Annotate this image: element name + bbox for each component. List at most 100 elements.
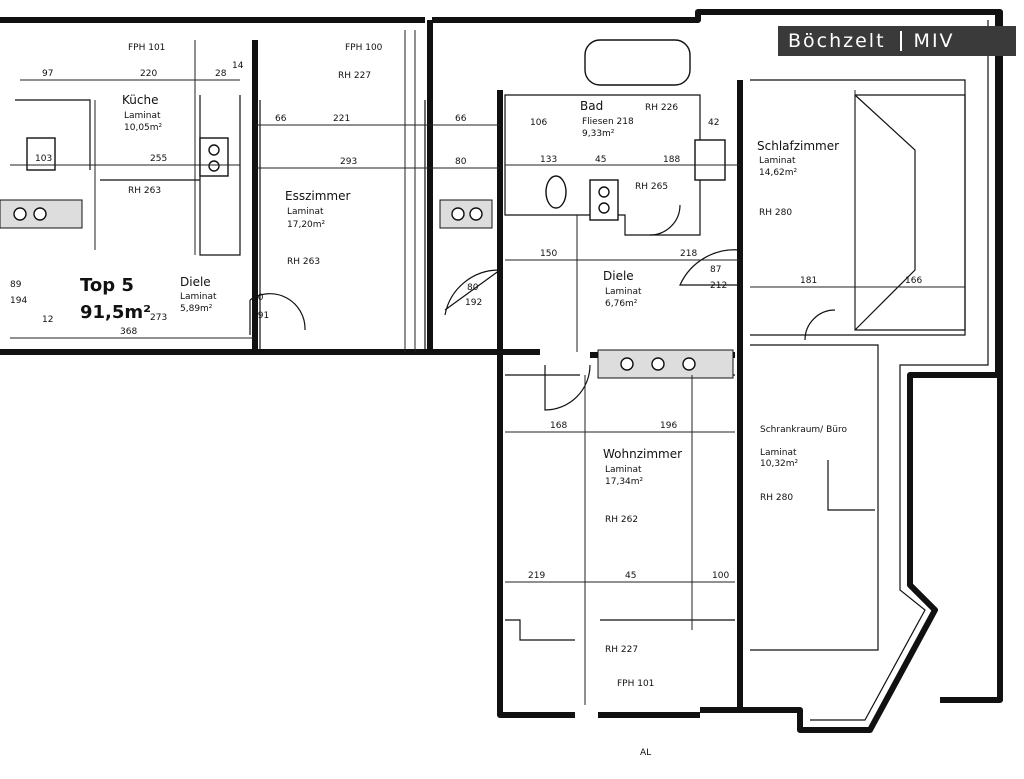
unit-name: Top 5 <box>80 275 134 296</box>
dim-45: 45 <box>595 155 606 165</box>
schrankraum-outline <box>750 344 879 651</box>
room-area-diele2: 6,76m² <box>605 299 638 309</box>
dim-133: 133 <box>540 155 557 165</box>
room-floor-esszimmer: Laminat <box>287 207 324 217</box>
ess-inner <box>259 100 426 352</box>
dim-80: 80 <box>455 157 467 167</box>
kueche-inner <box>15 99 200 181</box>
dim-150: 150 <box>540 249 557 259</box>
brand-left: Böchzelt <box>788 30 886 52</box>
door-schrank <box>804 309 836 341</box>
room-rh-kueche: RH 263 <box>128 186 161 196</box>
dimension-lines-h <box>10 79 965 583</box>
dim-196: 196 <box>660 421 677 431</box>
dim-181: 181 <box>800 276 817 286</box>
dim-106: 106 <box>530 118 547 128</box>
skylight-schrank <box>827 460 875 511</box>
dim-103: 103 <box>35 154 52 164</box>
radiator-knob-icon <box>451 207 465 221</box>
dim-14: 14 <box>232 61 244 71</box>
door-label-80b: 80 <box>467 283 479 293</box>
room-area-diele1: 5,89m² <box>180 304 213 314</box>
wohn-bay-line <box>505 619 735 641</box>
dim-188: 188 <box>663 155 680 165</box>
radiator-knob-icon <box>682 357 696 371</box>
dim-42: 42 <box>708 118 719 128</box>
room-name-diele1: Diele <box>180 275 211 289</box>
burner-icon <box>598 186 610 198</box>
dim-218: 218 <box>680 249 697 259</box>
label-al: AL <box>640 748 651 758</box>
radiator-knob-icon <box>33 207 47 221</box>
label-194: 194 <box>10 296 27 306</box>
door-diele-ess <box>249 293 306 335</box>
room-floor-diele1: Laminat <box>180 292 217 302</box>
label-fph101-bottom: FPH 101 <box>617 679 654 689</box>
outer-wall-right-inner <box>810 20 989 721</box>
dim-166: 166 <box>905 276 922 286</box>
label-rh227-top: RH 227 <box>338 71 371 81</box>
dim-221: 221 <box>333 114 350 124</box>
door-label-212: 212 <box>710 281 727 291</box>
dim-66a: 66 <box>275 114 287 124</box>
room-area-esszimmer: 17,20m² <box>287 220 326 230</box>
room-floor-schlafzimmer: Laminat <box>759 156 796 166</box>
brand-separator <box>899 31 902 51</box>
dim-95: 12 <box>42 315 53 325</box>
room-area-kueche: 10,05m² <box>124 123 163 133</box>
label-fph100: FPH 100 <box>345 43 383 53</box>
door-label-80: 80 <box>252 293 264 303</box>
dim-368: 368 <box>120 327 137 337</box>
wall-left-wohn <box>497 365 575 718</box>
radiator-ess <box>439 199 493 229</box>
room-name-kueche: Küche <box>122 93 158 107</box>
dim-255: 255 <box>150 154 167 164</box>
radiator-knob-icon <box>469 207 483 221</box>
room-floor-diele2: Laminat <box>605 287 642 297</box>
door-bad <box>649 204 681 236</box>
room-name-wohnzimmer: Wohnzimmer <box>603 447 682 461</box>
dim-100: 219 <box>528 571 545 581</box>
dim-293: 293 <box>340 157 357 167</box>
room-rh-esszimmer: RH 263 <box>287 257 320 267</box>
burner-icon <box>208 144 220 156</box>
dimension-lines-v <box>94 30 856 705</box>
radiator-knob-icon <box>651 357 665 371</box>
room-name-schlafzimmer: Schlafzimmer <box>757 139 839 153</box>
room-rh-schrankraum: RH 280 <box>760 493 793 503</box>
room-floor-wohnzimmer: Laminat <box>605 465 642 475</box>
room-name-esszimmer: Esszimmer <box>285 189 350 203</box>
room-rh-bad: RH 226 <box>645 103 678 113</box>
door-label-87: 87 <box>710 265 721 275</box>
room-floor-kueche: Laminat <box>124 111 161 121</box>
bathtub-icon <box>584 39 691 86</box>
label-fph101-top: FPH 101 <box>128 43 165 53</box>
label-89: 89 <box>10 280 22 290</box>
dim-97: 97 <box>42 69 53 79</box>
room-rh-wohnzimmer: RH 262 <box>605 515 638 525</box>
door-label-191: 191 <box>252 311 269 321</box>
washbasin-icon <box>694 139 726 181</box>
brand-right: MIV <box>913 30 955 52</box>
burner-icon <box>598 202 610 214</box>
room-rh-diele2: RH 265 <box>635 182 668 192</box>
room-name-bad: Bad <box>580 99 603 113</box>
burner-icon <box>208 160 220 172</box>
dim-66b: 66 <box>455 114 467 124</box>
dim-28: 28 <box>215 69 227 79</box>
room-rh-schlafzimmer: RH 280 <box>759 208 792 218</box>
radiator-knob-icon <box>13 207 27 221</box>
outer-wall-top <box>0 9 1003 703</box>
room-floor-bad: Fliesen 218 <box>582 117 634 127</box>
brand-logo: Böchzelt MIV <box>778 26 1016 56</box>
room-area-schlafzimmer: 14,62m² <box>759 168 798 178</box>
dim-273: 273 <box>150 313 167 323</box>
door-wohn <box>544 364 591 411</box>
radiator-wohn <box>597 349 734 379</box>
door-label-192: 192 <box>465 298 482 308</box>
dim-168: 168 <box>550 421 567 431</box>
room-area-schrankraum: 10,32m² <box>760 459 799 469</box>
